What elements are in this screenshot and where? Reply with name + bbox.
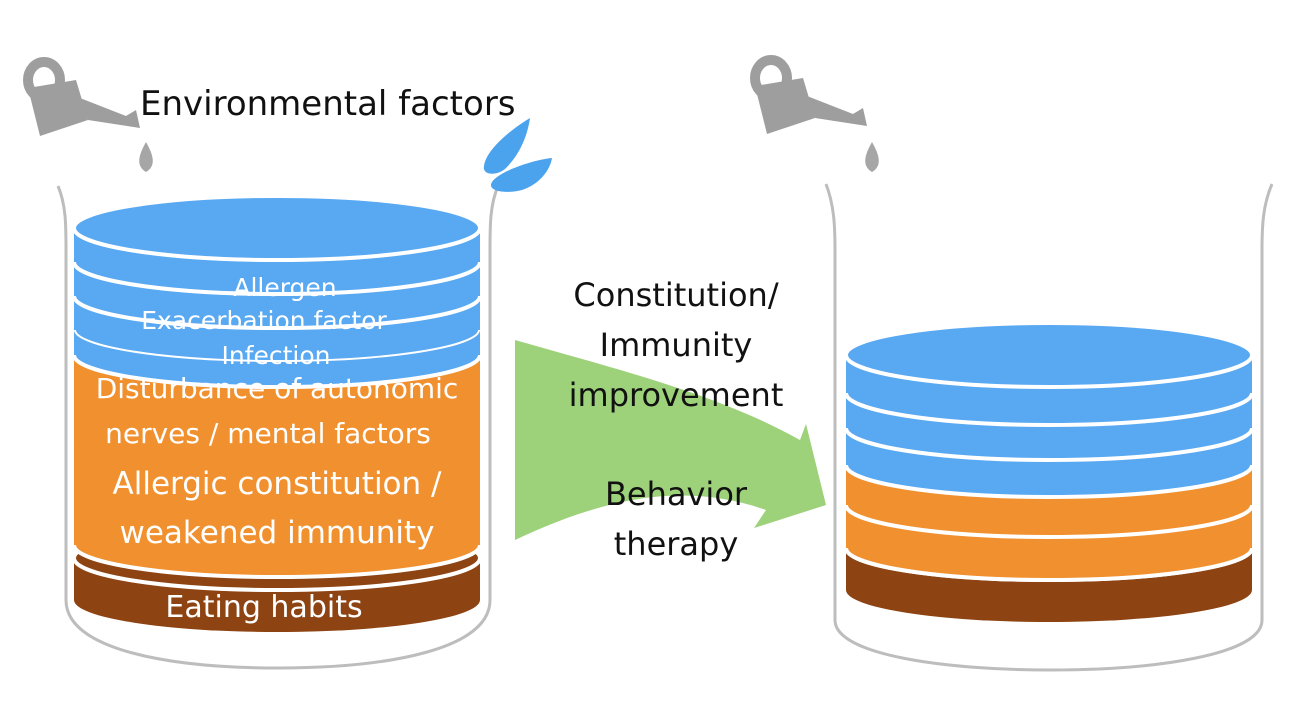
arrow-text-3: improvement — [569, 376, 784, 414]
cylinder-top — [72, 194, 482, 262]
label-eating-habits: Eating habits — [165, 590, 362, 625]
water-drop-icon — [139, 142, 153, 172]
arrow-text-4: Behavior — [605, 475, 748, 513]
left-container — [56, 185, 500, 670]
arrow-text-2: Immunity — [600, 326, 753, 364]
right-cylinder — [844, 321, 1254, 622]
top-label: Environmental factors — [140, 84, 516, 124]
watering-can-icon — [750, 55, 867, 134]
layer-allergic-constitution — [74, 452, 480, 577]
label-allergen: Allergen — [233, 273, 336, 302]
improvement-arrow — [515, 340, 826, 540]
label-exacerbation: Exacerbation factor — [141, 306, 387, 335]
water-splash-icon — [483, 118, 552, 192]
label-autonomic-1: Disturbance of autonomic — [96, 372, 459, 405]
left-cylinder — [72, 194, 482, 632]
label-autonomic-2: nerves / mental factors — [105, 417, 431, 450]
arrow-text-5: therapy — [614, 525, 739, 563]
label-infection: Infection — [221, 341, 330, 370]
arrow-text-1: Constitution/ — [573, 276, 778, 314]
right-container — [824, 183, 1274, 672]
watering-can-icon — [23, 57, 140, 136]
label-allergic-2: weakened immunity — [119, 515, 434, 551]
label-allergic-1: Allergic constitution / — [113, 466, 443, 502]
water-drop-icon — [865, 142, 879, 172]
